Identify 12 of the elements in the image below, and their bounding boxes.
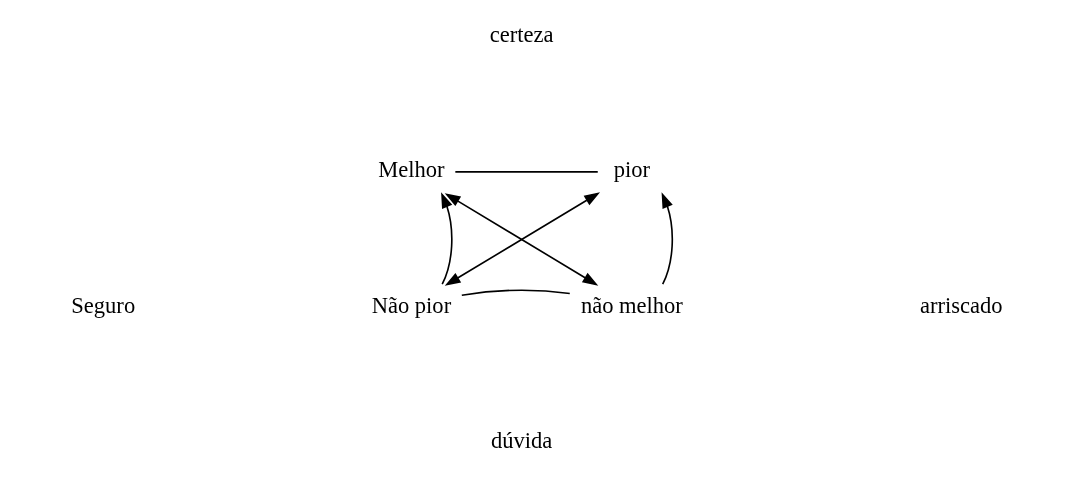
arrow bbox=[441, 191, 453, 285]
label: arriscado bbox=[920, 292, 1003, 318]
node-text: não melhor bbox=[580, 292, 683, 318]
label: Seguro bbox=[71, 292, 136, 318]
node-text: pior bbox=[613, 156, 651, 182]
arrow bbox=[661, 191, 674, 285]
label: certeza bbox=[489, 21, 554, 47]
node-text: Melhor bbox=[378, 156, 445, 182]
connector bbox=[461, 288, 571, 296]
node-text: Não pior bbox=[371, 292, 452, 318]
connector bbox=[454, 170, 599, 173]
label: dúvida bbox=[490, 427, 553, 453]
